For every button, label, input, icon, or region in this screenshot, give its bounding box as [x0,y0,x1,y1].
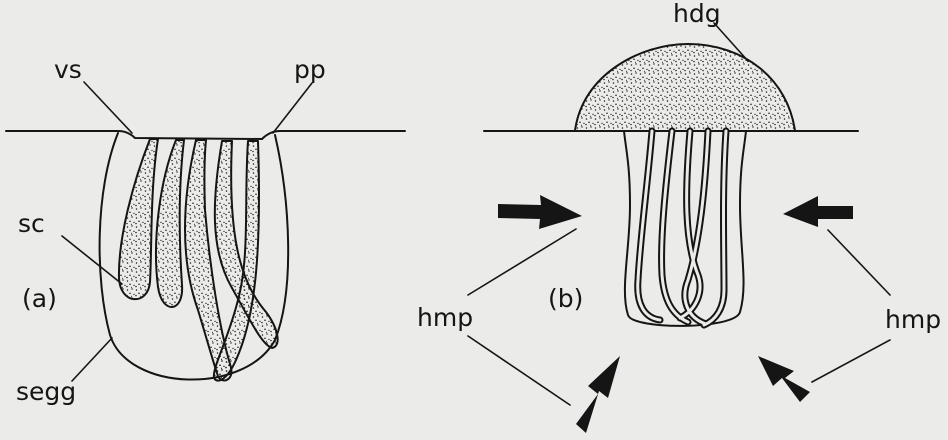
leader-segg [72,338,112,381]
panel-b [484,44,858,326]
arrow-icon-left [498,195,582,229]
leader-hmp-right-1 [828,230,890,295]
dome-mass [575,44,795,131]
spore-tube-a1 [119,139,158,299]
spore-tube-a2 [156,140,184,307]
leader-pp [273,83,312,133]
arrow-icon-bottom-left [576,356,620,433]
leader-sc [62,236,122,284]
label-segg: segg [16,379,76,404]
arrow-icon-bottom-right [758,356,810,402]
panel-tag-a: (a) [22,286,57,311]
label-vs: vs [54,57,82,82]
panel-tag-b: (b) [548,286,583,311]
label-pp: pp [294,57,326,82]
label-sc: sc [18,211,45,236]
label-hmp-left: hmp [417,305,473,330]
label-hdg: hdg [673,1,721,26]
soil-surface-a [6,131,405,139]
hollow-tubes [638,131,726,325]
leader-hmp-left-2 [468,336,570,405]
leader-hmp-right-2 [812,340,890,382]
arrow-icon-right [783,196,853,227]
leader-vs [84,82,132,133]
panel-a [6,131,405,381]
label-hmp-right: hmp [885,307,941,332]
